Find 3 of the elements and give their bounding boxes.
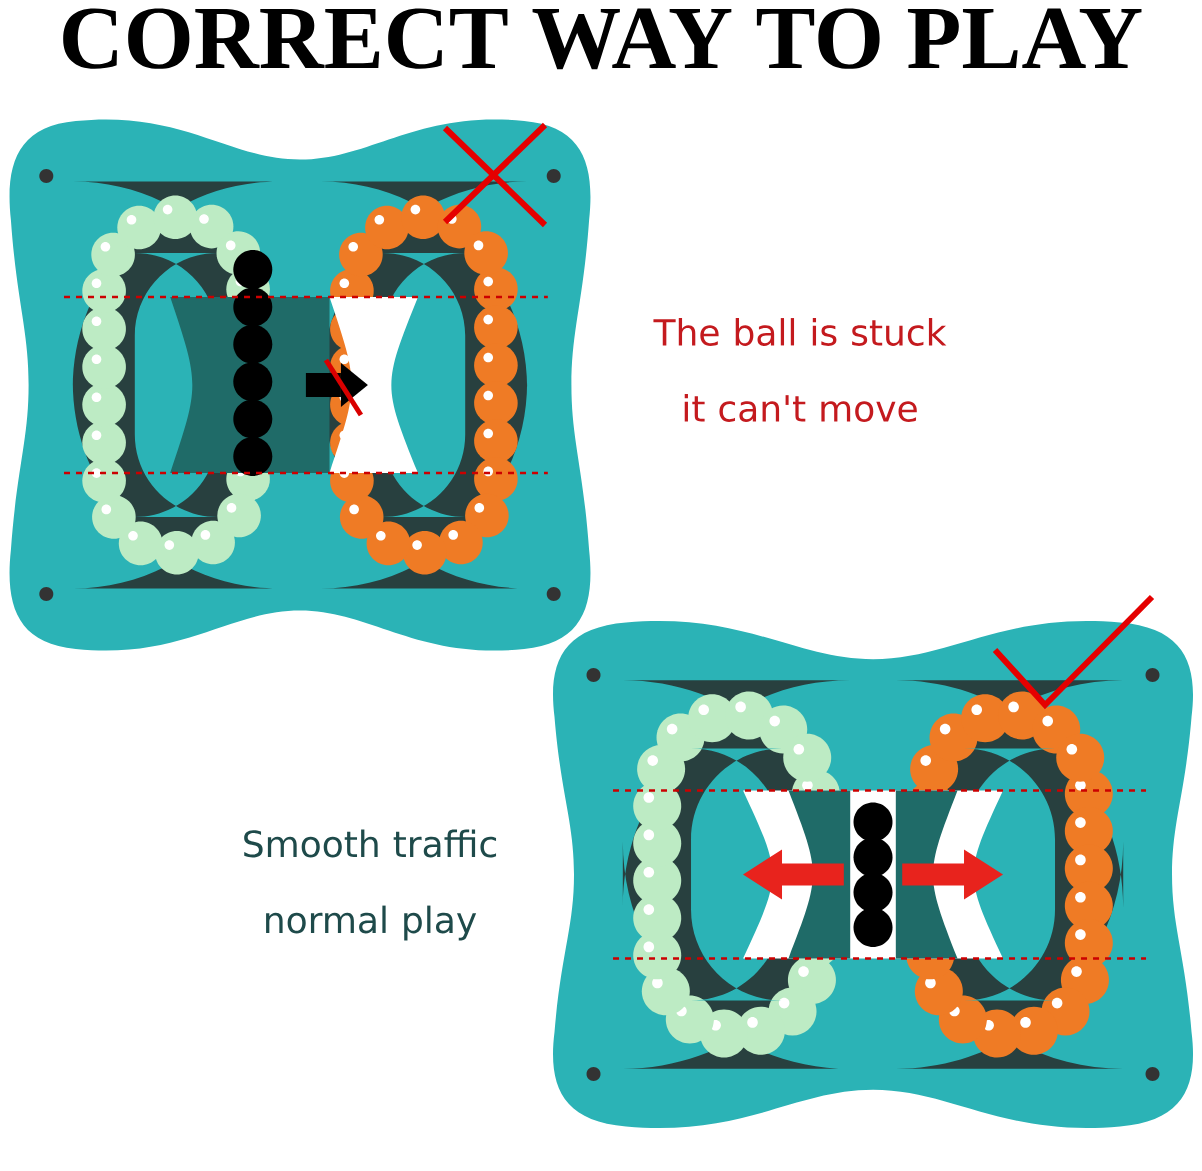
annotation-text: Smooth traffic normal play (244, 829, 497, 941)
title: CORRECT WAY TO PLAY (63, 8, 1142, 70)
annotation-text: The ball is stuck it can't move (653, 318, 947, 422)
